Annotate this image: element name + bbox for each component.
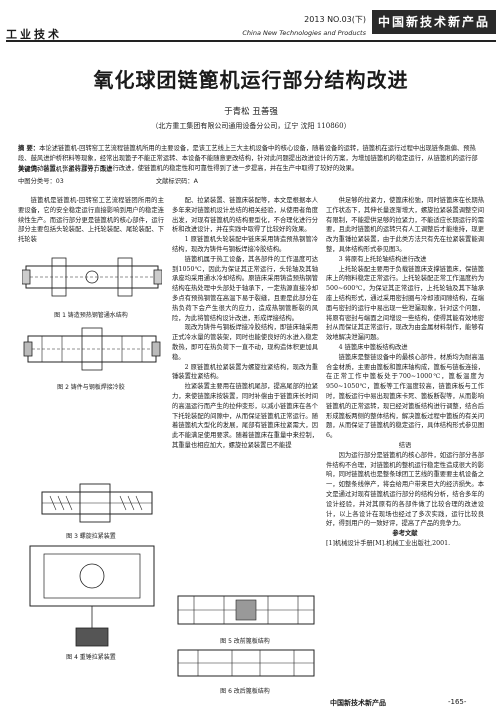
article-affiliation: （北方重工集团有限公司通用设备分公司，辽宁 沈阳 110860） — [151, 122, 351, 130]
section-label: 工业技术 — [6, 28, 62, 41]
paragraph: 链篦机属于热工设备，其各部件的工作温度可达到1050℃，因此为保证其正常运行，头… — [172, 255, 318, 322]
figure-5-drawing — [177, 595, 315, 625]
paragraph: 因为运行部分是链篦机的核心部件，如运行部分各部件结构不合理，对链篦机的整机运行稳… — [326, 451, 484, 528]
page-number: -165- — [448, 698, 467, 706]
abstract: 摘 要：本论述链篦机-回转窑工艺流程链篦机所用的主要设备，是该工艺线上三大主机设… — [18, 144, 484, 175]
figure-3-drawing — [41, 483, 153, 523]
paragraph: 配、拉紧装置、链篦床装配等，本文是根据本人多年来对链篦机设计总结的相关经验，从使… — [172, 197, 318, 234]
column-3: 供足够的拉紧力，使篦床松弛，同时链篦床在长期热工作状态下，其伸长量逐渐增大，螺旋… — [326, 196, 484, 686]
figure-3 — [40, 478, 154, 528]
references-heading: 参考文献 — [392, 530, 418, 538]
abstract-text: 本论述链篦机-回转窑工艺流程链篦机所用的主要设备，是该工艺线上三大主机设备中的核… — [18, 145, 478, 173]
issue-number: 2013 NO.03(下) — [304, 15, 366, 24]
figure-1 — [21, 248, 163, 306]
column-1: 链篦机是链篦机-回转窑工艺流程链团所用的主要设备，它的安全稳定运行直接影响到用户… — [18, 196, 164, 245]
section-heading: 1 原链篦机头轮装配中链床采用铸造预热钢管冷结构，现改为铸件与钢板焊接冷胶结构。 — [172, 236, 318, 253]
keywords: 关键词：链篦机；运行部分；改进 — [18, 165, 484, 175]
figure-6-caption: 图 6 改后篦板结构 — [220, 688, 270, 695]
section-heading: 结语 — [398, 441, 412, 449]
paragraph: 链篦床是整链设备中的最核心部件，材质均为耐高温合金材质，主要由篦板和篦床轴构成，… — [326, 353, 484, 440]
keywords-text: 链篦机；运行部分；改进 — [43, 166, 113, 173]
paragraph: 拉紧装置主要用在链篦机尾部，提高尾部的拉紧力，来使链篦床按装置，同时补偿由于链篦… — [172, 383, 318, 449]
journal-english-name: China New Technologies and Products — [242, 29, 366, 37]
figure-5 — [174, 588, 318, 632]
paragraph: 链篦机是链篦机-回转窑工艺流程链团所用的主要设备，它的安全稳定运行直接影响到用户… — [18, 197, 164, 244]
clc-number: 中图分类号：03 — [18, 178, 64, 185]
paragraph: 上托轮装配主要用于负载链篦床支撑链篦床，保链篦床上的物料稳定正常运行。上托轮装配… — [326, 265, 484, 342]
figure-6 — [174, 644, 318, 684]
article-title: 氧化球团链篦机运行部分结构改进 — [93, 68, 409, 92]
figure-4-drawing — [29, 545, 155, 647]
figure-3-caption: 图 3 螺旋拉紧装置 — [66, 533, 116, 540]
page-header: 工业技术 2013 NO.03(下) China New Technologie… — [0, 0, 502, 44]
classification-line: 中图分类号：03 文献标识码：A — [18, 176, 484, 185]
figure-2 — [22, 322, 162, 378]
figure-1-drawing — [21, 257, 163, 297]
abstract-label: 摘 要： — [18, 145, 40, 152]
paragraph: 供足够的拉紧力，使篦床松弛，同时链篦床在长期热工作状态下，其伸长量逐渐增大，螺旋… — [326, 197, 484, 253]
issue-block: 2013 NO.03(下) China New Technologies and… — [236, 14, 366, 37]
paragraph: 现改为铸件与钢板焊接冷胶结构，即链床轴采用正式冷水量的管装架，同时也能使良好的水… — [172, 324, 318, 361]
figure-2-drawing — [23, 327, 161, 371]
document-code: 文献标识码：A — [155, 178, 198, 185]
column-2: 配、拉紧装置、链篦床装配等，本文是根据本人多年来对链篦机设计总结的相关经验，从使… — [172, 196, 318, 576]
footer-journal: 中国新技术新产品 — [330, 699, 386, 707]
journal-logo: 中国新技术新产品 — [372, 10, 496, 34]
keywords-label: 关键词： — [18, 166, 44, 173]
figure-1-caption: 图 1 铸造预热钢管通水结构 — [54, 312, 128, 319]
figure-4 — [24, 540, 160, 650]
section-heading: 4 链篦床中篦板结构改进 — [338, 343, 408, 351]
section-heading: 2 原链篦机拉紧装置为螺旋拉紧结构，现改为重锤装置拉紧结构。 — [172, 363, 318, 381]
figure-4-caption: 图 4 重锤拉紧装置 — [66, 654, 116, 661]
article-authors: 于青松 丑善强 — [224, 107, 278, 117]
section-heading: 3 将原有上托轮轴结构进行改进 — [338, 255, 427, 263]
figure-5-caption: 图 5 改前篦板结构 — [220, 638, 270, 645]
reference-item: [1]机械设计手册[M].机械工业出版社,2001. — [326, 539, 451, 547]
figure-2-caption: 图 2 铸件与钢板焊接冷胶 — [57, 384, 125, 391]
header-rule — [6, 40, 496, 42]
figure-6-drawing — [177, 649, 315, 677]
